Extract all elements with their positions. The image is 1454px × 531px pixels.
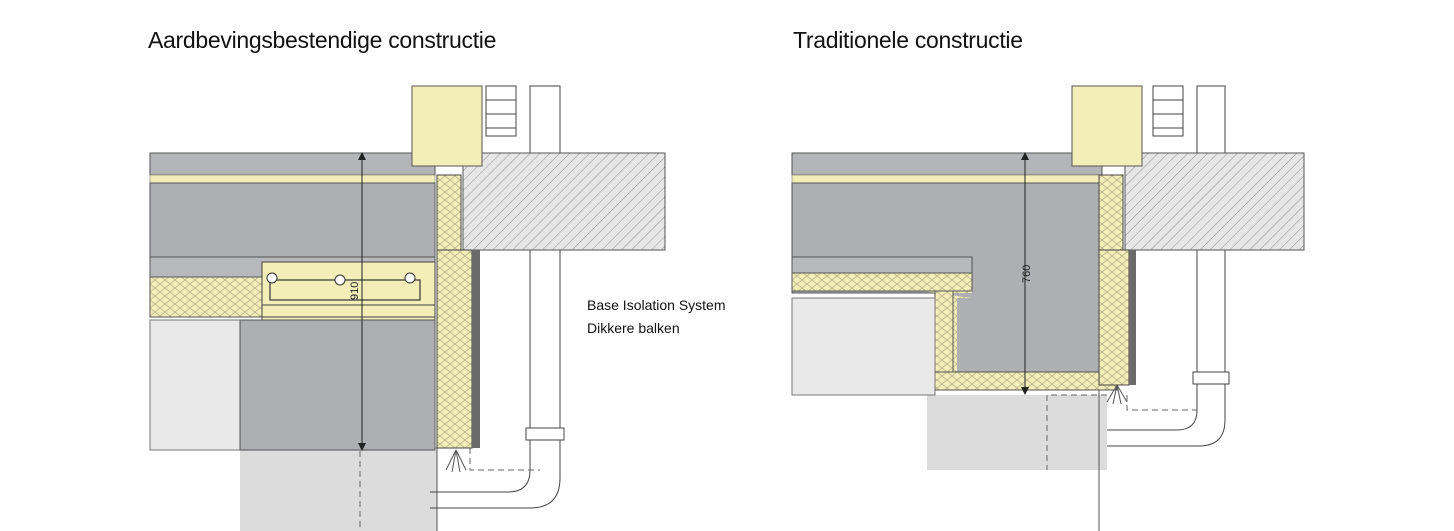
downpipe-socket bbox=[1192, 371, 1230, 385]
wall-facing bbox=[1129, 250, 1136, 385]
insulation-bottom bbox=[791, 272, 973, 292]
dimension-label: 910 bbox=[349, 282, 361, 300]
exterior-paving-hatch bbox=[462, 152, 666, 251]
downpipe-socket bbox=[525, 427, 565, 441]
dashed-grade-line bbox=[1046, 394, 1197, 470]
earthquake-resistant-section: 910 bbox=[149, 85, 666, 531]
slab-edge bbox=[791, 256, 973, 274]
upper-wall-insulation bbox=[1098, 174, 1124, 251]
ground-shadow bbox=[240, 450, 437, 531]
wall-above bbox=[411, 85, 483, 167]
crawl-space bbox=[791, 297, 936, 396]
concrete-beam bbox=[149, 182, 436, 258]
dimension-arrow-bottom bbox=[358, 443, 366, 451]
bearing-bolt bbox=[266, 272, 278, 284]
drain-spray bbox=[1106, 384, 1128, 405]
legend-item-thicker-beams: Dikkere balken bbox=[587, 320, 680, 336]
legend: Base Isolation System Dikkere balken bbox=[587, 294, 726, 340]
downpipe bbox=[529, 85, 561, 432]
upper-wall-insulation bbox=[436, 174, 462, 251]
wall-above bbox=[1071, 85, 1143, 167]
dimension-label: 760 bbox=[1021, 265, 1033, 283]
bearing-bolt bbox=[334, 274, 346, 286]
traditional-section: 760 bbox=[791, 85, 1305, 531]
wall-insulation bbox=[436, 249, 473, 449]
floor-finish-strip bbox=[791, 174, 1103, 184]
legend-item-base-isolation: Base Isolation System bbox=[587, 297, 726, 313]
dimension-arrow-top bbox=[358, 152, 366, 160]
wall-facing bbox=[472, 250, 480, 448]
left-diagram-title: Aardbevingsbestendige constructie bbox=[148, 27, 497, 53]
crawl-space bbox=[149, 319, 241, 451]
floor-finish-strip bbox=[149, 174, 436, 184]
drain-spray bbox=[445, 449, 467, 473]
bearing-base-plate bbox=[261, 304, 436, 318]
insulation-layer bbox=[149, 276, 263, 318]
dimension-arrow-top bbox=[1021, 152, 1029, 160]
ground-shadow bbox=[927, 395, 1107, 470]
upper-floor-slab bbox=[149, 152, 436, 176]
wall-insulation bbox=[1098, 249, 1130, 386]
upper-floor-slab bbox=[791, 152, 1103, 176]
foundation-block bbox=[239, 319, 436, 451]
dimension-arrow-bottom bbox=[1021, 387, 1029, 395]
bearing-bolt bbox=[404, 272, 416, 284]
exterior-paving-hatch bbox=[1124, 152, 1305, 251]
right-diagram-title: Traditionele constructie bbox=[793, 27, 1023, 53]
